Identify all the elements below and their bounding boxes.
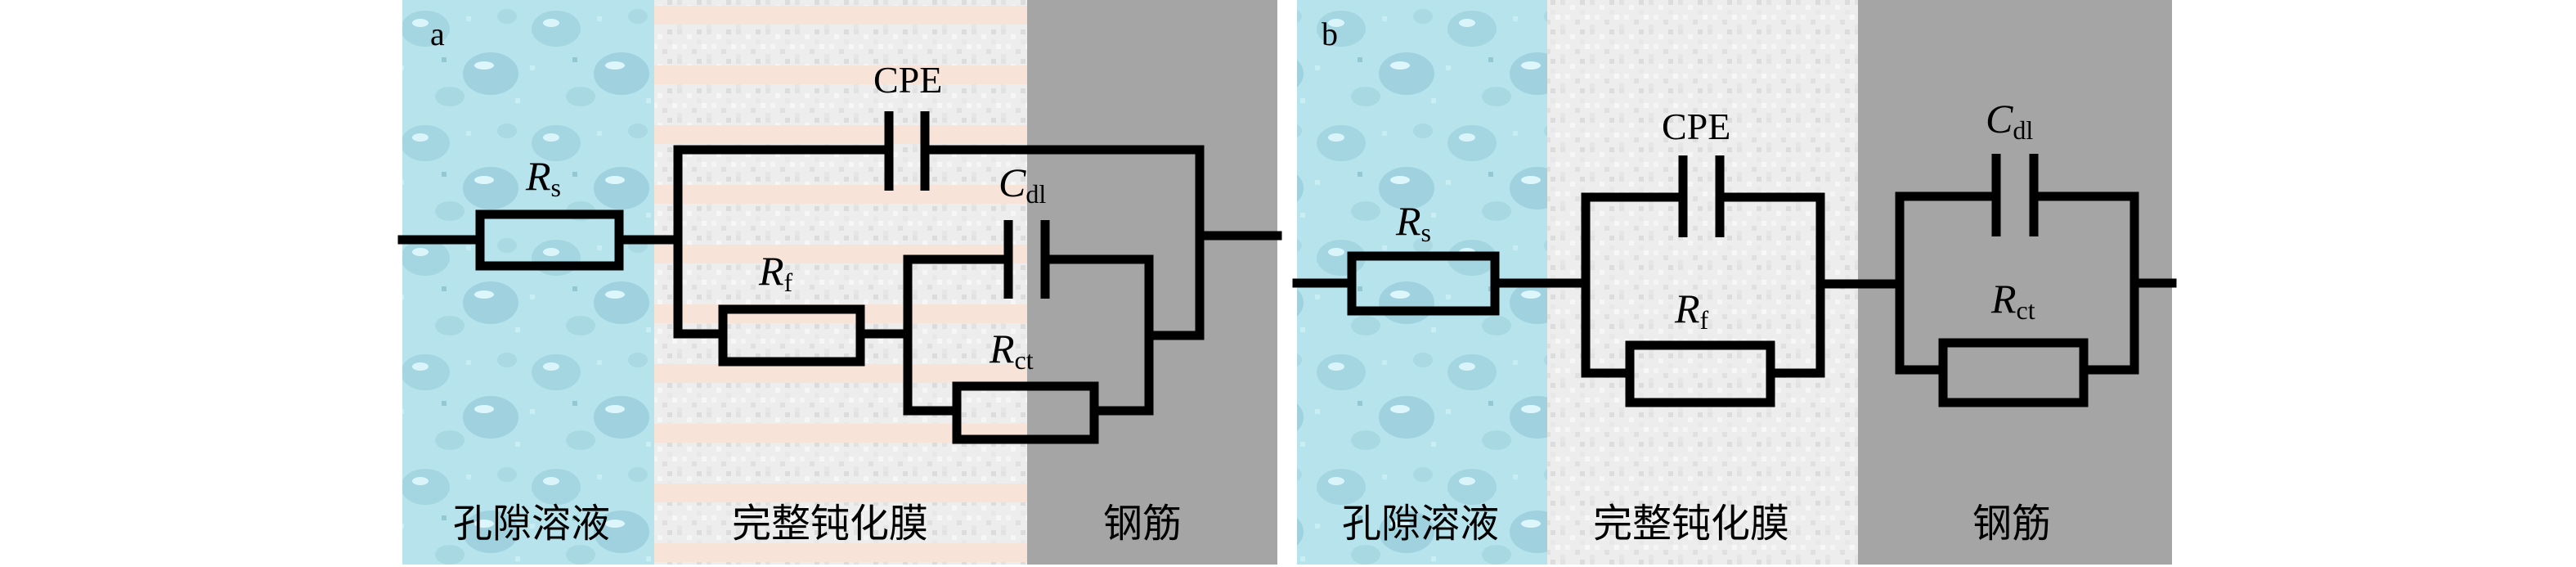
wire <box>1895 191 1996 375</box>
steel-region <box>1858 0 2172 565</box>
label-rs: Rs <box>1395 198 1431 247</box>
passive-film-region <box>1547 0 1858 565</box>
label-rf: Rf <box>1674 286 1709 335</box>
resistor-rct <box>952 381 1099 444</box>
wire <box>1581 192 1684 378</box>
label-cdl: Cdl <box>1986 96 2033 145</box>
circuit-b <box>1292 154 2177 407</box>
panel-letter: a <box>430 16 445 52</box>
label-cpe: CPE <box>1662 106 1730 147</box>
label-cdl: Cdl <box>999 160 1046 209</box>
wire <box>903 254 1009 416</box>
label-rf: Rf <box>758 248 793 297</box>
label-rct: Rct <box>989 326 1034 375</box>
wire <box>673 145 724 339</box>
passive-film-stripes <box>654 0 1027 565</box>
circuit-a <box>397 111 1282 444</box>
label-rct: Rct <box>1990 276 2035 325</box>
region-label-pore-solution: 孔隙溶液 <box>453 501 610 547</box>
region-label-passive-film: 完整钝化膜 <box>732 501 928 547</box>
region-label-passive-film: 完整钝化膜 <box>1593 501 1789 547</box>
region-label-steel: 钢筋 <box>1972 501 2051 547</box>
resistor-rf <box>1625 340 1775 407</box>
wire <box>925 145 1205 340</box>
region-label-steel: 钢筋 <box>1103 501 1182 547</box>
label-rs: Rs <box>525 153 561 202</box>
panel-a: a Rs <box>397 0 1282 565</box>
panel-letter: b <box>1322 16 1338 52</box>
resistor-rct <box>1938 338 2089 407</box>
region-label-pore-solution: 孔隙溶液 <box>1342 501 1499 547</box>
label-cpe: CPE <box>873 59 942 101</box>
wire <box>1045 254 1154 416</box>
panel-b: b Rs CPE Rf Cdl <box>1292 0 2177 565</box>
pore-solution-region <box>402 0 654 565</box>
